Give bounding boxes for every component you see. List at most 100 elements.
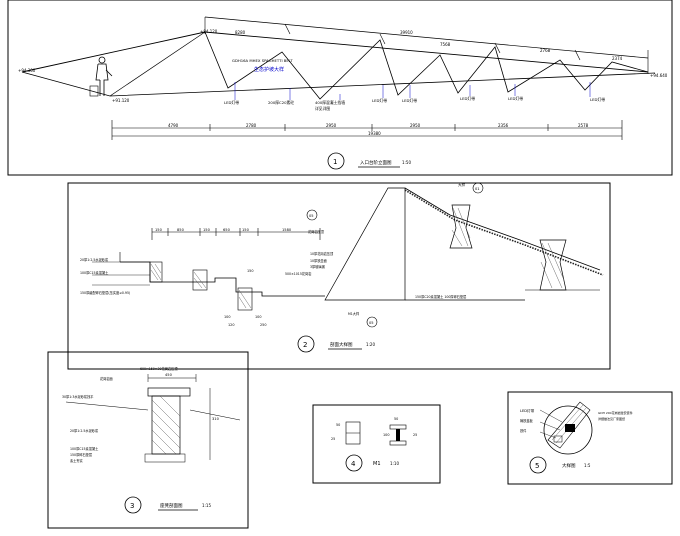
p3-title: 座凳剖面图: [160, 502, 183, 509]
p2-dim-1: 150: [155, 228, 163, 232]
p4-dim-3: 100: [383, 433, 389, 437]
p2-callout-bot: 05: [369, 321, 374, 325]
p5-note-5: 详细做法见厂家图纸: [598, 416, 625, 421]
p2-note-bottom2: 150厚C20素混凝土 100厚碎石垫层: [415, 294, 466, 299]
p1-bottom-dim-line: [111, 120, 623, 140]
p2-scale: 1:20: [366, 342, 375, 347]
panel-1-frame: [7, 0, 673, 176]
p2-dim-s3: 120: [228, 323, 234, 327]
p3-bench-body: [151, 395, 181, 455]
p1-dim-total: 19380: [368, 131, 381, 136]
p2-dim-5: 150: [242, 228, 250, 232]
p1-led-8: LED灯带: [590, 97, 605, 102]
p3-note-4: 20厚1:2.5水泥砂浆: [70, 428, 99, 433]
p1-led-4: LED灯带: [372, 98, 387, 103]
p3-note-5: 100厚C15素混凝土: [70, 446, 99, 451]
p2-callout-top: 大样: [458, 182, 466, 187]
p4-dim-4: 50: [394, 417, 398, 421]
p2-note-mid-1: 10厚花岗岩压顶: [310, 251, 334, 256]
p2-dim-3: 150: [203, 228, 211, 232]
p1-led-7: LED灯带: [508, 96, 523, 101]
p2-callout-circle: [297, 335, 315, 353]
p1-callout-circle: [327, 152, 345, 170]
person-figure-icon: [95, 56, 113, 96]
p1-led-6: LED灯带: [460, 96, 475, 101]
p1-led-5: LED灯带: [402, 98, 417, 103]
p2-dim-4: 650: [223, 228, 231, 232]
p4-dim-1: 25: [331, 437, 335, 441]
p4-callout-circle: [345, 454, 363, 472]
p2-dim-s1: 150: [247, 269, 253, 273]
p3-note-6: 150厚碎石垫层: [70, 452, 92, 457]
p2-callout-mid: 05: [309, 214, 314, 218]
p1-led-3: 400厚混凝土挡墙: [315, 100, 345, 105]
p2-note-mid-3: 3厚玻璃钢: [310, 264, 325, 269]
p2-dim-s5: 250: [260, 323, 266, 327]
p4-scale: 1:10: [390, 461, 399, 466]
panel-4-m1-detail: 25 50 100 50 25 4 M1 1:10: [312, 404, 441, 484]
p2-title: 剖面大样图: [330, 341, 353, 348]
p1-dim-top-5: 2374: [612, 56, 623, 61]
p2-dim-s2: 100: [224, 315, 230, 319]
p1-scale: 1:50: [402, 160, 411, 165]
p3-scale: 1:15: [202, 503, 211, 508]
p2-retaining-wall: [324, 187, 406, 301]
p1-dim-b-5: 2356: [498, 123, 509, 128]
p3-bench-top: [147, 387, 191, 397]
p1-led-2: 200厚C20素砼: [268, 100, 294, 105]
p5-title: 大样图: [562, 462, 576, 469]
p1-left-elev2: +91.120: [112, 98, 130, 103]
p1-right-elev: +94.640: [650, 73, 668, 78]
p4-callout-num: 4: [351, 460, 356, 468]
p3-callout-num: 3: [130, 502, 134, 510]
p5-callout-circle: [529, 456, 547, 474]
p5-callout-num: 5: [535, 462, 539, 470]
p1-dim-top-2: 39910: [400, 30, 413, 35]
p5-scale: 1:5: [584, 463, 591, 468]
p3-note-7: 素土夯实: [70, 458, 83, 463]
p2-dim-s4: 100: [255, 315, 261, 319]
p2-note-mid2: 花岗岩压顶: [308, 229, 325, 234]
p5-note-2: 铸铁盖板: [520, 418, 534, 423]
p1-title: 入口台阶立面图: [360, 159, 392, 166]
p1-led-3-sub: 详见详图: [315, 106, 330, 111]
p1-left-elev: +94.300: [18, 68, 36, 73]
p1-dim-top-4: 2768: [540, 48, 551, 53]
p2-note-left-1: 20厚1:2.5水泥砂浆: [80, 257, 109, 262]
p4-title: M1: [373, 461, 381, 467]
p3-note-3: 30厚1:3水泥砂浆找平: [62, 394, 94, 399]
p1-dim-b-6: 2578: [578, 123, 589, 128]
p1-dim-b-2: 2780: [246, 123, 257, 128]
p2-note-left-3: 150厚级配碎石垫层(压实度≥0.95): [80, 290, 130, 295]
p2-callout-num: 2: [303, 341, 307, 349]
p2-hatch-blocks: [150, 263, 252, 309]
p1-dim-b-4: 2950: [410, 123, 421, 128]
panel-3-bench-section: 450 310 600×150×30花岗岩压顶 花岗岩面 30厚1:3水泥砂浆找…: [47, 351, 249, 529]
p2-note-mid-2: 10厚铁盒面: [310, 258, 327, 263]
p1-dim-b-3: 2950: [326, 123, 337, 128]
panel-1-elevation: 8280 39910 7568 2768 2374 +94.300 +91.12…: [7, 0, 673, 176]
p1-note-2: 生态护坡大样: [254, 66, 284, 73]
panel-5-detail: LED灯带 铸铁盖板 铁件 GDH 200花岗岩缝安装件 详细做法见厂家图纸 5…: [507, 391, 673, 485]
panel-5-frame: [507, 391, 673, 485]
panel-2-section: 150 850 150 650 150 1580: [67, 182, 611, 370]
p2-note-left-2: 100厚C15素混凝土: [80, 270, 109, 275]
p4-dim-2: 50: [336, 423, 340, 427]
p1-note-1: GDH16A MHEX SPAGHETTI BELT: [232, 58, 293, 63]
p1-dim-top-1: 8280: [235, 30, 246, 35]
p5-detail-circle: [543, 405, 593, 455]
p5-note-3: 铁件: [520, 428, 527, 433]
p2-pillar-1: [449, 204, 473, 249]
p3-callout-circle: [124, 496, 142, 514]
panel-3-frame: [47, 351, 249, 529]
p3-dim-1: 450: [165, 373, 173, 377]
p1-dim-top-3: 7568: [440, 42, 451, 47]
panel-2-frame: [67, 182, 611, 370]
p2-dim-2: 850: [177, 228, 185, 232]
p2-callout-top-num: 01: [475, 187, 480, 191]
p1-dim-b-1: 4790: [168, 123, 179, 128]
p2-note-mid-4: 500×1015花岗岩: [285, 271, 312, 276]
p2-note-bottom: M1大样: [348, 311, 360, 316]
p3-note-1: 600×150×30花岗岩压顶: [140, 366, 178, 371]
